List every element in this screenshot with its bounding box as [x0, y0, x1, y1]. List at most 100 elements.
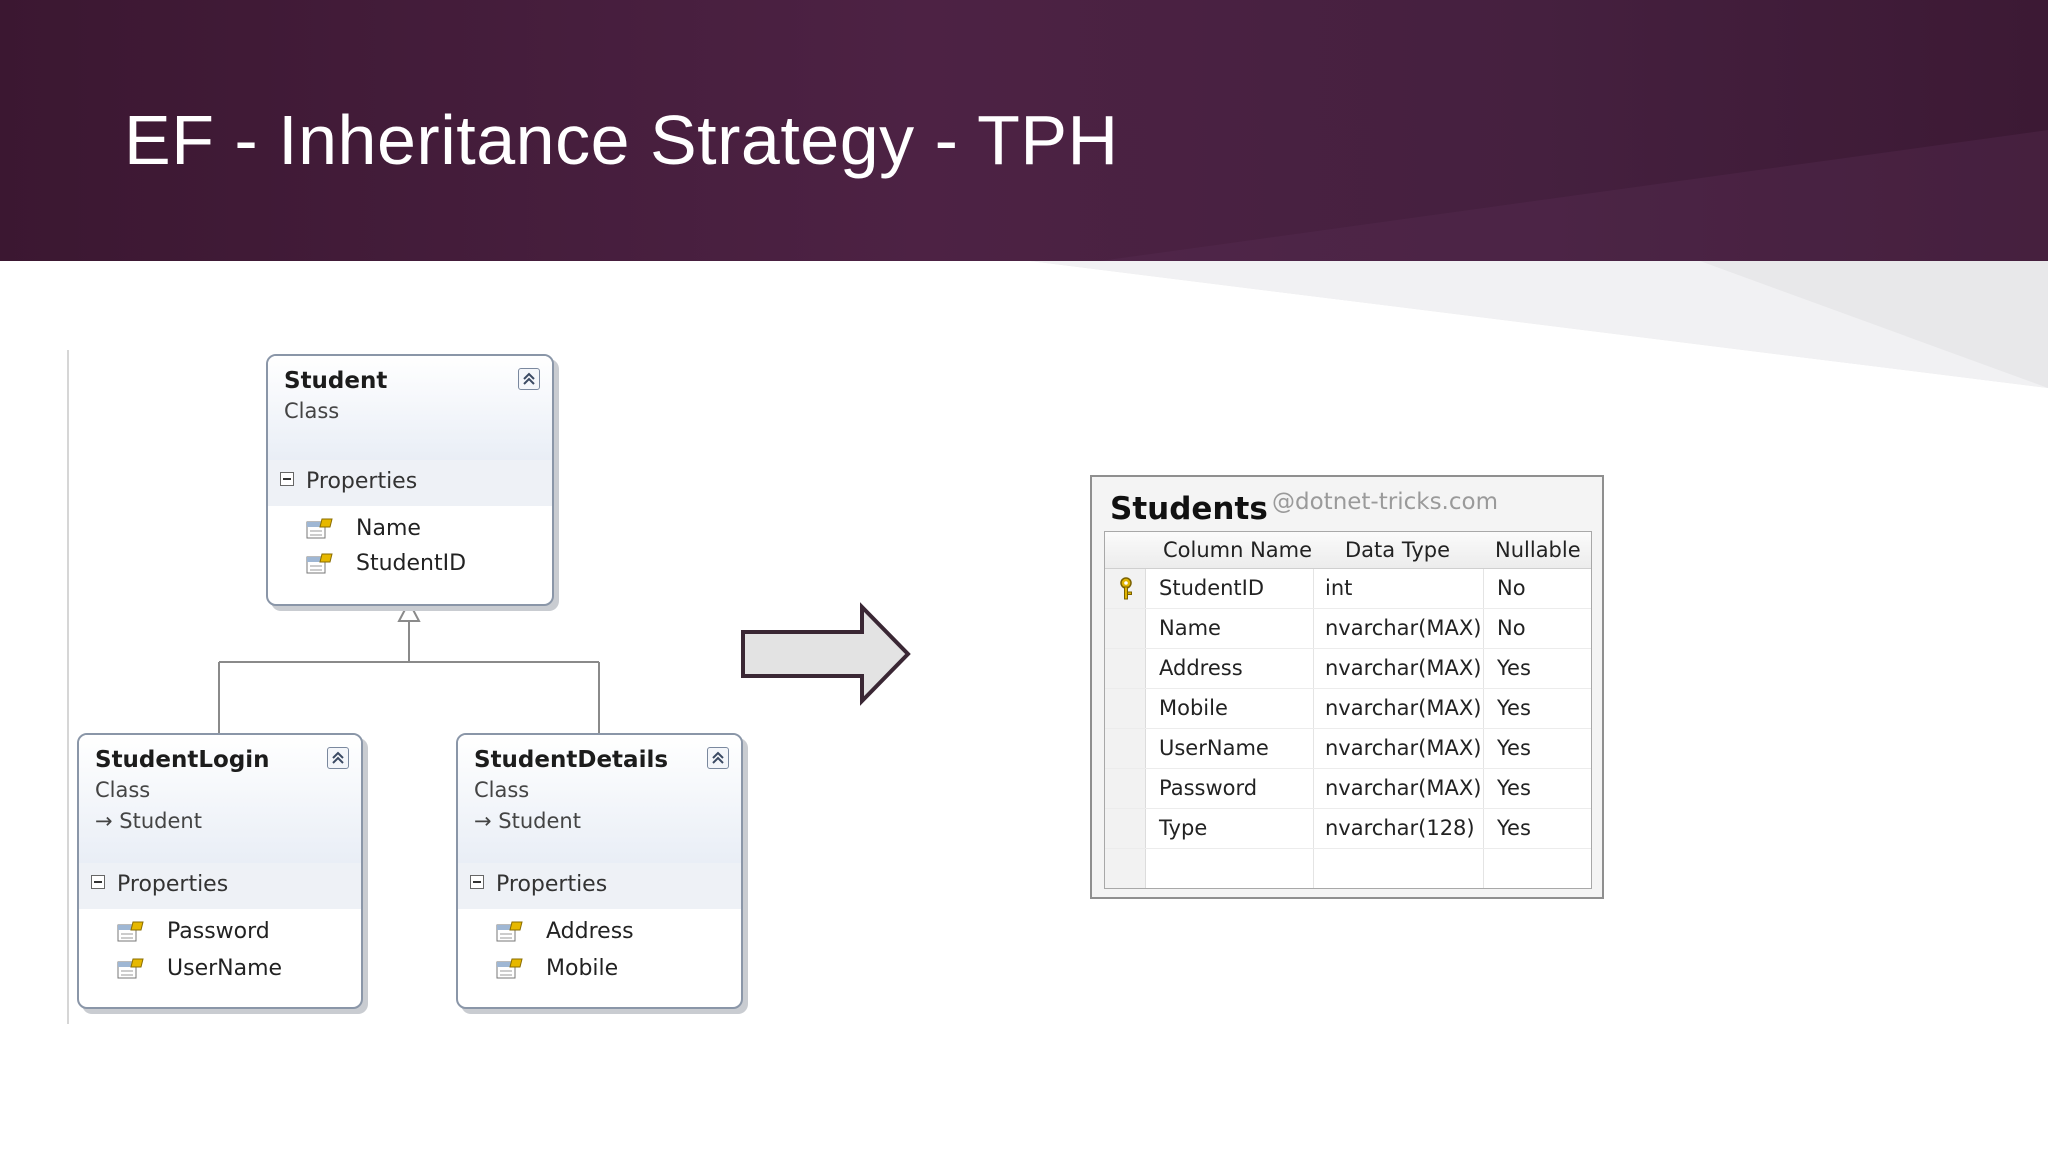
- class-base: → Student: [95, 809, 202, 833]
- class-kind: Class: [474, 778, 530, 802]
- class-name: Student: [284, 368, 388, 394]
- column-divider: [1483, 649, 1484, 688]
- minus-box-icon[interactable]: [470, 875, 484, 889]
- property-name: Address: [546, 919, 634, 944]
- row-selector[interactable]: [1105, 609, 1146, 648]
- row-selector[interactable]: [1105, 689, 1146, 728]
- property-icon: [496, 921, 523, 942]
- right-arrow-icon: [741, 602, 911, 706]
- column-divider: [1313, 689, 1314, 728]
- property-name: UserName: [167, 956, 283, 981]
- double-chevron-up-icon[interactable]: [327, 747, 349, 769]
- row-selector[interactable]: [1105, 849, 1146, 888]
- decorative-shards: [1030, 130, 2048, 388]
- class-base-name: Student: [119, 809, 202, 833]
- title-banner: [0, 0, 2048, 261]
- table-row[interactable]: UserName nvarchar(MAX) Yes: [1105, 729, 1591, 769]
- table-row[interactable]: Mobile nvarchar(MAX) Yes: [1105, 689, 1591, 729]
- properties-section-header[interactable]: Properties: [458, 863, 741, 909]
- class-student[interactable]: Student Class Properties Name StudentID: [266, 354, 554, 606]
- cell-column-name: Password: [1159, 776, 1258, 800]
- property-icon: [306, 553, 333, 574]
- empty-table-row[interactable]: [1105, 849, 1591, 888]
- column-divider: [1483, 689, 1484, 728]
- columns-grid: Column Name Data Type Nullable StudentID…: [1104, 531, 1592, 889]
- section-label: Properties: [306, 469, 418, 494]
- class-name: StudentLogin: [95, 747, 270, 773]
- grid-header: Column Name Data Type Nullable: [1105, 532, 1591, 569]
- class-name: StudentDetails: [474, 747, 669, 773]
- column-divider: [1483, 809, 1484, 848]
- property-icon: [496, 958, 523, 979]
- cell-data-type: int: [1325, 576, 1353, 600]
- table-row[interactable]: Type nvarchar(128) Yes: [1105, 809, 1591, 849]
- key-icon: [1120, 577, 1132, 600]
- row-selector[interactable]: [1105, 649, 1146, 688]
- diagram-edge: [67, 350, 69, 1024]
- table-name: Students: [1110, 491, 1268, 527]
- cell-nullable: Yes: [1497, 776, 1531, 800]
- column-header-name[interactable]: Column Name: [1163, 538, 1313, 562]
- cell-column-name: Mobile: [1159, 696, 1228, 720]
- row-selector[interactable]: [1105, 769, 1146, 808]
- table-row[interactable]: StudentID int No: [1105, 569, 1591, 609]
- students-table-panel: Students @dotnet-tricks.com Column Name …: [1090, 475, 1604, 899]
- column-divider: [1313, 809, 1314, 848]
- cell-nullable: Yes: [1497, 696, 1531, 720]
- cell-nullable: Yes: [1497, 656, 1531, 680]
- double-chevron-up-icon[interactable]: [707, 747, 729, 769]
- row-selector[interactable]: [1105, 809, 1146, 848]
- cell-nullable: Yes: [1497, 816, 1531, 840]
- property-icon: [117, 958, 144, 979]
- cell-nullable: Yes: [1497, 736, 1531, 760]
- inheritance-lines: [218, 621, 600, 733]
- table-row[interactable]: Address nvarchar(MAX) Yes: [1105, 649, 1591, 689]
- column-divider: [1313, 729, 1314, 768]
- cell-column-name: StudentID: [1159, 576, 1265, 600]
- double-chevron-up-icon[interactable]: [518, 368, 540, 390]
- cell-column-name: UserName: [1159, 736, 1269, 760]
- cell-column-name: Address: [1159, 656, 1243, 680]
- slide-title: EF - Inheritance Strategy - TPH: [124, 101, 1119, 179]
- class-student-details[interactable]: StudentDetails Class → Student Propertie…: [456, 733, 743, 1009]
- column-divider: [1313, 569, 1314, 608]
- minus-box-icon[interactable]: [91, 875, 105, 889]
- column-divider: [1483, 849, 1484, 888]
- column-header-type[interactable]: Data Type: [1345, 538, 1451, 562]
- properties-section-header[interactable]: Properties: [268, 460, 552, 506]
- inherits-arrow-icon: →: [474, 809, 492, 833]
- section-label: Properties: [496, 872, 608, 897]
- cell-nullable: No: [1497, 576, 1526, 600]
- cell-data-type: nvarchar(MAX): [1325, 656, 1482, 680]
- cell-data-type: nvarchar(MAX): [1325, 776, 1482, 800]
- row-selector[interactable]: [1105, 729, 1146, 768]
- column-divider: [1483, 609, 1484, 648]
- cell-data-type: nvarchar(128): [1325, 816, 1475, 840]
- properties-section-header[interactable]: Properties: [79, 863, 361, 909]
- column-divider: [1313, 769, 1314, 808]
- column-header-nullable[interactable]: Nullable: [1495, 538, 1581, 562]
- property-name: Mobile: [546, 956, 619, 981]
- cell-data-type: nvarchar(MAX): [1325, 736, 1482, 760]
- cell-nullable: No: [1497, 616, 1526, 640]
- inherits-arrow-icon: →: [95, 809, 113, 833]
- class-kind: Class: [284, 399, 340, 423]
- section-label: Properties: [117, 872, 229, 897]
- column-divider: [1313, 649, 1314, 688]
- class-student-login[interactable]: StudentLogin Class → Student Properties …: [77, 733, 363, 1009]
- cell-data-type: nvarchar(MAX): [1325, 696, 1482, 720]
- property-icon: [306, 518, 333, 539]
- column-divider: [1483, 569, 1484, 608]
- cell-column-name: Type: [1159, 816, 1208, 840]
- column-divider: [1483, 729, 1484, 768]
- property-name: Password: [167, 919, 270, 944]
- column-divider: [1483, 769, 1484, 808]
- cell-data-type: nvarchar(MAX): [1325, 616, 1482, 640]
- column-divider: [1313, 849, 1314, 888]
- table-row[interactable]: Password nvarchar(MAX) Yes: [1105, 769, 1591, 809]
- column-divider: [1313, 609, 1314, 648]
- class-base: → Student: [474, 809, 581, 833]
- minus-box-icon[interactable]: [280, 472, 294, 486]
